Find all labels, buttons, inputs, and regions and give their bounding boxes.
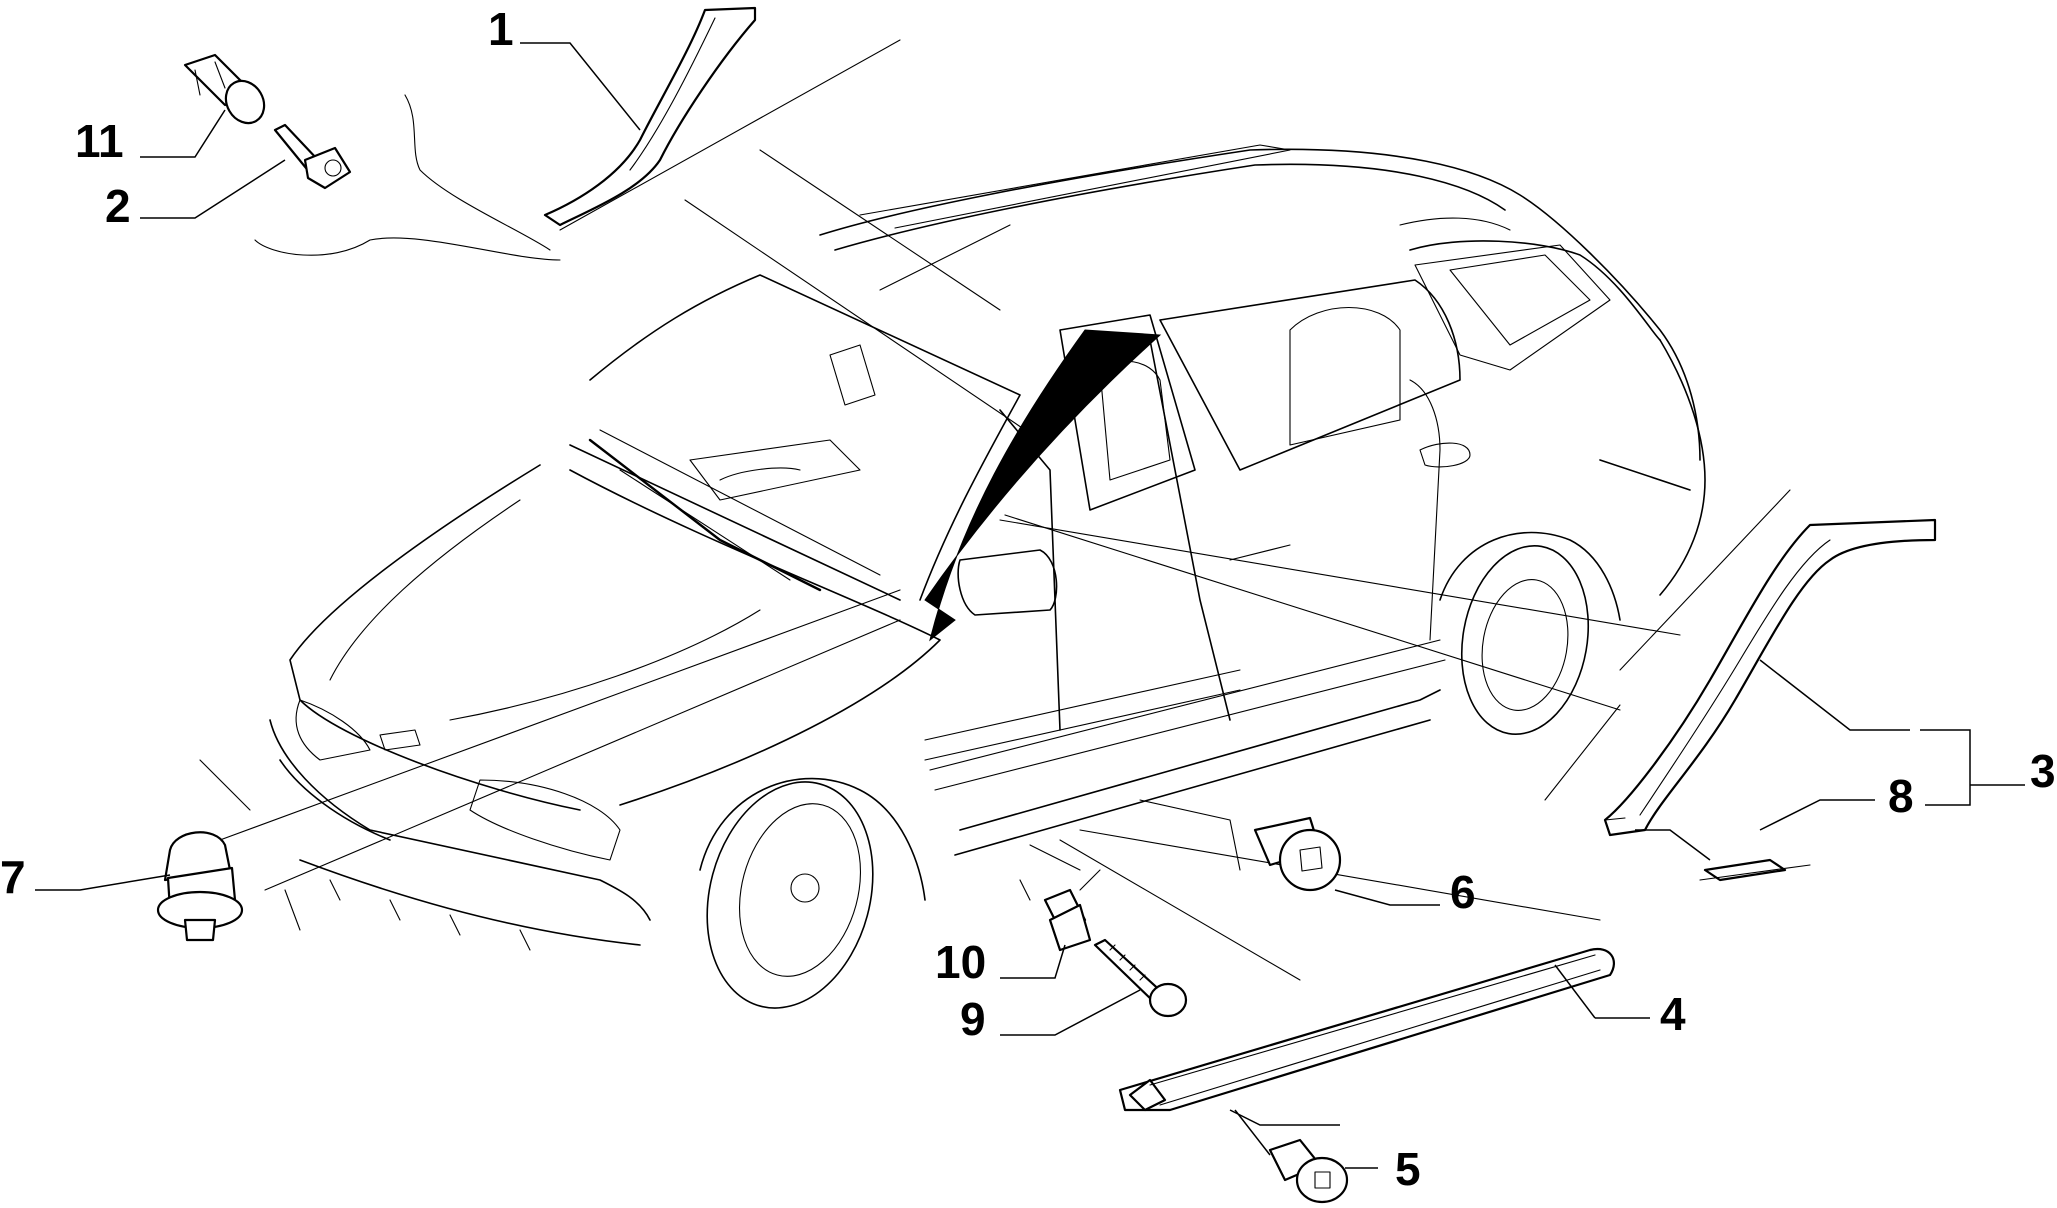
callout-10: 10 [935, 936, 986, 988]
callout-1: 1 [488, 3, 514, 55]
callout-6: 6 [1450, 866, 1476, 918]
pointer-lines [199, 39, 1791, 981]
part-1-moulding [543, 6, 757, 227]
part-9-screw [1093, 938, 1188, 1018]
part-2-bolt [273, 123, 352, 190]
callout-3: 3 [2030, 745, 2056, 797]
callout-2: 2 [105, 180, 131, 232]
callout-4: 4 [1660, 988, 1686, 1040]
callouts: 1 2 3 4 5 6 7 8 9 10 11 [0, 3, 2056, 1195]
callout-leaders [35, 42, 2025, 1169]
part-5-clip [1268, 1138, 1349, 1204]
a-pillar-highlight [924, 329, 1162, 642]
part-8-clip [1699, 858, 1811, 882]
part-7-clip [156, 831, 244, 942]
callout-9: 9 [960, 993, 986, 1045]
part-6-clip [1253, 816, 1342, 892]
callout-8: 8 [1888, 770, 1914, 822]
part-11-plug [183, 53, 266, 125]
part-10-nut [1043, 888, 1092, 952]
callout-7: 7 [0, 851, 26, 903]
part-3-moulding [1603, 518, 1937, 837]
callout-5: 5 [1395, 1143, 1421, 1195]
car-illustration [269, 144, 1706, 1009]
callout-11: 11 [75, 115, 124, 167]
part-4-sill-moulding [1118, 947, 1615, 1112]
